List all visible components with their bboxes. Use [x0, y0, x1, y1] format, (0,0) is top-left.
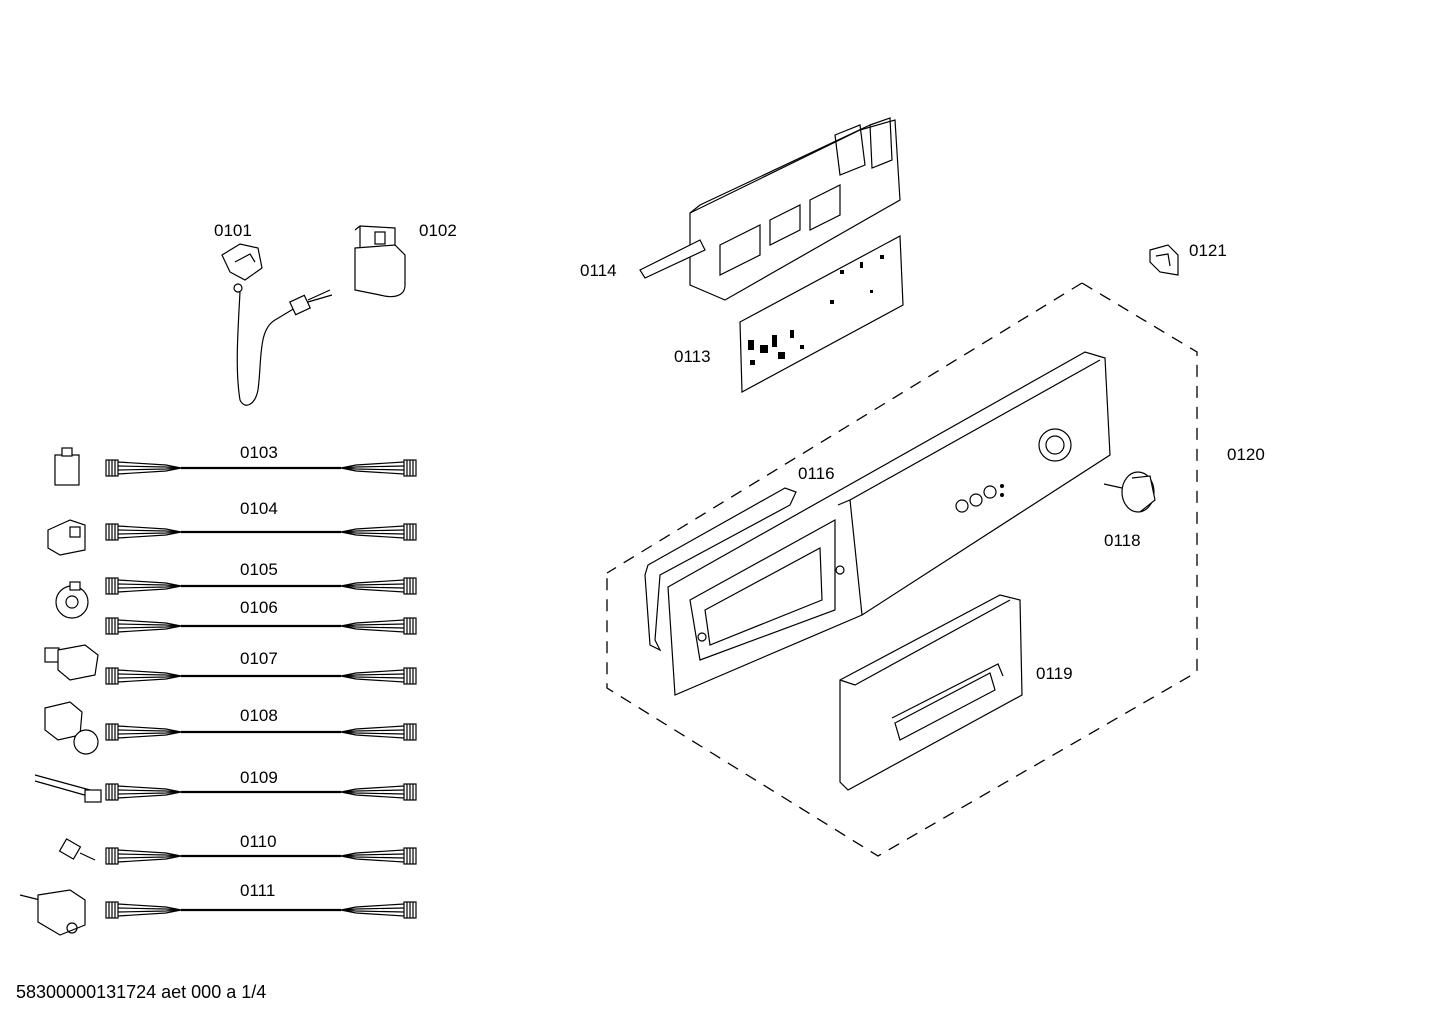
- label-0119: 0119: [1036, 664, 1073, 683]
- harness-row-0107[interactable]: [44, 644, 416, 684]
- circuit-board-part[interactable]: [739, 235, 904, 393]
- harness-row-0104[interactable]: [47, 519, 416, 556]
- harness-row-0108[interactable]: [44, 701, 416, 755]
- label-0106: 0106: [240, 598, 278, 617]
- harness-row-0109[interactable]: [34, 774, 416, 803]
- harness-row-0105[interactable]: [55, 578, 416, 619]
- label-0104: 0104: [240, 499, 278, 518]
- label-0114: 0114: [580, 261, 617, 280]
- label-0116: 0116: [798, 464, 835, 483]
- interference-filter-part[interactable]: [354, 225, 406, 298]
- knob-part[interactable]: [1103, 471, 1156, 513]
- label-0109: 0109: [240, 768, 278, 787]
- harness-row-0103[interactable]: [54, 447, 416, 486]
- harness-row-0110[interactable]: [58, 838, 416, 864]
- control-panel-part[interactable]: [644, 351, 1111, 696]
- label-0107: 0107: [240, 649, 278, 668]
- assembly-0120-outline: [606, 282, 1198, 857]
- label-0110: 0110: [240, 832, 277, 851]
- label-0102: 0102: [419, 221, 457, 240]
- label-0105: 0105: [240, 560, 278, 579]
- label-0121: 0121: [1189, 241, 1227, 260]
- label-0108: 0108: [240, 706, 278, 725]
- harness-row-0106[interactable]: [106, 618, 416, 634]
- label-0120: 0120: [1227, 445, 1265, 464]
- harness-row-0111[interactable]: [19, 889, 416, 936]
- drawer-handle-part[interactable]: [839, 594, 1023, 791]
- clip-part[interactable]: [1149, 244, 1179, 276]
- document-number: 58300000131724 aet 000 a 1/4: [16, 982, 266, 1002]
- label-0103: 0103: [240, 443, 278, 462]
- label-0118: 0118: [1104, 531, 1141, 550]
- label-0111: 0111: [240, 881, 275, 900]
- module-housing-part[interactable]: [639, 117, 901, 301]
- label-0101: 0101: [214, 221, 252, 240]
- label-0113: 0113: [674, 347, 711, 366]
- power-cord-part[interactable]: [221, 243, 333, 406]
